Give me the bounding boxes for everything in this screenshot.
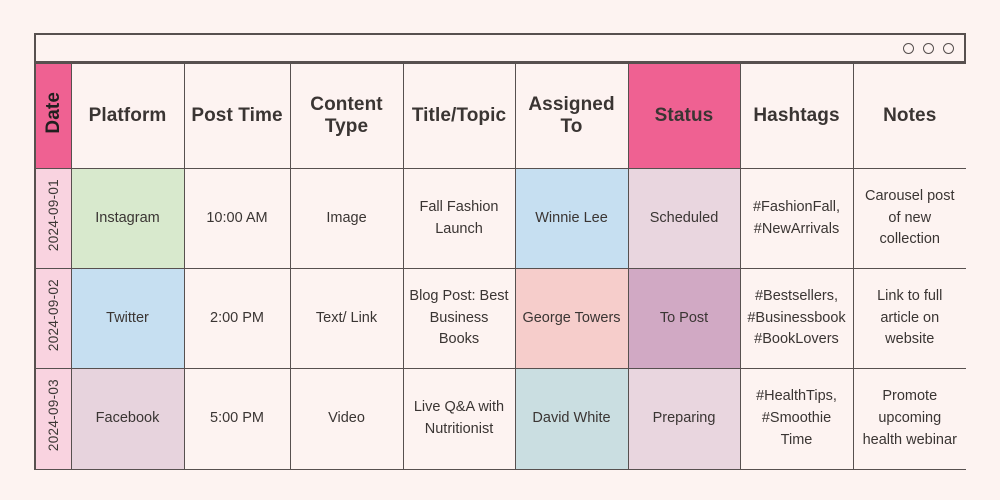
cell-date[interactable]: 2024-09-03 bbox=[36, 368, 72, 469]
cell-post-time[interactable]: 2:00 PM bbox=[183, 268, 291, 369]
cell-title-topic[interactable]: Live Q&A with Nutritionist bbox=[402, 368, 516, 469]
column-header-date-label: Date bbox=[42, 92, 64, 134]
cell-platform[interactable]: Facebook bbox=[70, 368, 185, 469]
cell-platform[interactable]: Twitter bbox=[70, 268, 185, 369]
cell-notes[interactable]: Promote upcoming health webinar bbox=[852, 368, 966, 469]
cell-date-label: 2024-09-03 bbox=[45, 378, 61, 451]
window-title-bar bbox=[36, 35, 964, 63]
cell-assigned-to[interactable]: David White bbox=[514, 368, 629, 469]
cell-post-time[interactable]: 10:00 AM bbox=[183, 168, 291, 269]
table-header-row: Date Platform Post Time Content Type Tit… bbox=[36, 63, 966, 169]
cell-title-topic[interactable]: Fall Fashion Launch bbox=[402, 168, 516, 269]
cell-status[interactable]: Preparing bbox=[627, 368, 741, 469]
column-header-title-topic[interactable]: Title/Topic bbox=[402, 63, 516, 169]
cell-status[interactable]: Scheduled bbox=[627, 168, 741, 269]
column-header-assigned-to[interactable]: Assigned To bbox=[514, 63, 629, 169]
cell-platform[interactable]: Instagram bbox=[70, 168, 185, 269]
window-controls bbox=[903, 42, 954, 54]
cell-hashtags[interactable]: #FashionFall, #NewArrivals bbox=[739, 168, 854, 269]
column-header-date[interactable]: Date bbox=[36, 63, 72, 169]
column-header-content-type[interactable]: Content Type bbox=[289, 63, 404, 169]
cell-date-label: 2024-09-01 bbox=[45, 178, 61, 251]
cell-content-type[interactable]: Image bbox=[289, 168, 404, 269]
column-header-status[interactable]: Status bbox=[627, 63, 741, 169]
table-row: 2024-09-01 Instagram 10:00 AM Image Fall… bbox=[36, 168, 966, 269]
app-window: Date Platform Post Time Content Type Tit… bbox=[34, 33, 966, 470]
window-dot-close-icon[interactable] bbox=[943, 42, 954, 54]
column-header-post-time[interactable]: Post Time bbox=[183, 63, 291, 169]
cell-title-topic[interactable]: Blog Post: Best Business Books bbox=[402, 268, 516, 369]
cell-notes[interactable]: Link to full article on website bbox=[852, 268, 966, 369]
table-row: 2024-09-03 Facebook 5:00 PM Video Live Q… bbox=[36, 368, 966, 469]
cell-content-type[interactable]: Video bbox=[289, 368, 404, 469]
window-dot-minimize-icon[interactable] bbox=[903, 42, 914, 54]
column-header-notes[interactable]: Notes bbox=[852, 63, 966, 169]
cell-date[interactable]: 2024-09-02 bbox=[36, 268, 72, 369]
content-schedule-table: Date Platform Post Time Content Type Tit… bbox=[36, 63, 966, 469]
cell-date-label: 2024-09-02 bbox=[45, 278, 61, 351]
table-row: 2024-09-02 Twitter 2:00 PM Text/ Link Bl… bbox=[36, 268, 966, 369]
cell-assigned-to[interactable]: Winnie Lee bbox=[514, 168, 629, 269]
window-dot-maximize-icon[interactable] bbox=[923, 42, 934, 54]
column-header-hashtags[interactable]: Hashtags bbox=[739, 63, 854, 169]
column-header-platform[interactable]: Platform bbox=[70, 63, 185, 169]
cell-status[interactable]: To Post bbox=[627, 268, 741, 369]
cell-date[interactable]: 2024-09-01 bbox=[36, 168, 72, 269]
cell-assigned-to[interactable]: George Towers bbox=[514, 268, 629, 369]
cell-notes[interactable]: Carousel post of new collection bbox=[852, 168, 966, 269]
cell-hashtags[interactable]: #HealthTips, #Smoothie Time bbox=[739, 368, 854, 469]
cell-post-time[interactable]: 5:00 PM bbox=[183, 368, 291, 469]
cell-hashtags[interactable]: #Bestsellers, #Businessbook #BookLovers bbox=[739, 268, 854, 369]
cell-content-type[interactable]: Text/ Link bbox=[289, 268, 404, 369]
